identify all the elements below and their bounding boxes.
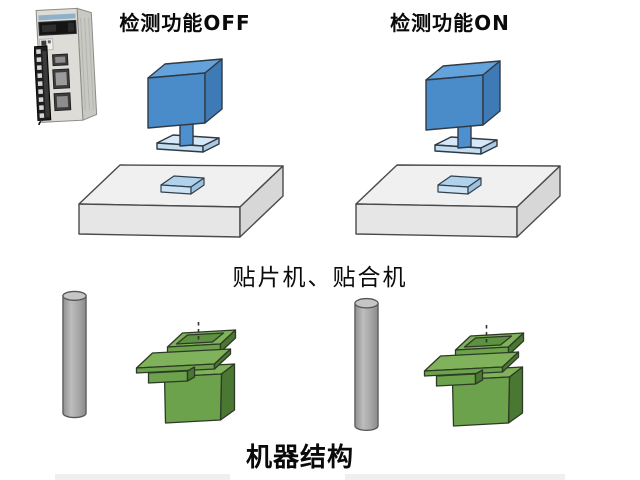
press-head-left xyxy=(143,51,231,161)
detection-off-title: 检测功能OFF xyxy=(119,11,251,35)
platform-left xyxy=(73,162,297,240)
guide-column-left xyxy=(61,288,88,422)
column-icon xyxy=(62,290,87,419)
machine-body-icon xyxy=(135,322,237,424)
servo-drive-unit xyxy=(34,5,98,125)
machine-body-right xyxy=(419,324,532,438)
machine-body-left xyxy=(131,321,244,435)
platform-icon xyxy=(78,164,284,238)
servo-drive-icon xyxy=(34,7,98,125)
platform-icon xyxy=(355,164,561,238)
machine-body-icon xyxy=(423,325,525,427)
structure-caption: 机器结构 xyxy=(245,443,354,473)
bottom-band-right xyxy=(345,474,565,480)
detection-on-title: 检测功能ON xyxy=(390,11,510,35)
column-icon xyxy=(354,297,379,432)
platform-right xyxy=(350,162,574,240)
press-head-icon xyxy=(425,60,501,155)
bottom-band-left xyxy=(55,474,230,480)
guide-column-right xyxy=(353,295,380,435)
machines-caption: 贴片机、贴合机 xyxy=(232,265,408,291)
press-head-right xyxy=(421,53,509,163)
press-head-icon xyxy=(147,58,223,153)
